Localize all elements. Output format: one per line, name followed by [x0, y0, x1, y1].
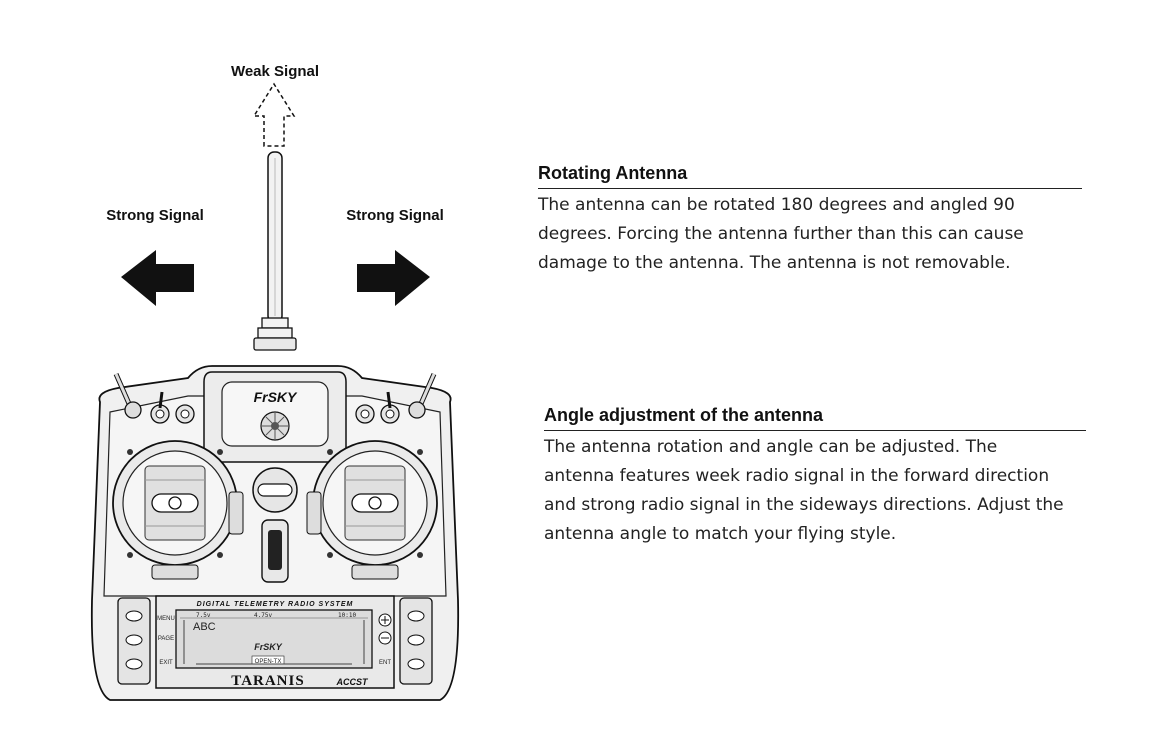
- strong-signal-left-label: Strong Signal: [106, 207, 204, 224]
- right-gimbal: [312, 440, 438, 566]
- antenna: [253, 151, 297, 351]
- body-line: damage to the antenna. The antenna is no…: [538, 253, 1011, 273]
- rotating-antenna-body: The antenna can be rotated 180 degrees a…: [538, 191, 1082, 278]
- exit-button-label: EXIT: [159, 660, 173, 666]
- lcd-model-name: ABC: [193, 621, 216, 633]
- screen-header-text: DIGITAL TELEMETRY RADIO SYSTEM: [197, 601, 354, 608]
- transmitter-diagram: Weak Signal Strong Signal Strong Signal …: [90, 63, 460, 701]
- body-line: The antenna rotation and angle can be ad…: [544, 437, 998, 457]
- rotating-antenna-title: Rotating Antenna: [538, 163, 1082, 189]
- menu-button-label: MENU: [157, 616, 175, 622]
- model-name-label: TARANIS: [231, 673, 304, 689]
- lcd-voltage: 7.5v: [196, 612, 211, 619]
- angle-adjustment-body: The antenna rotation and angle can be ad…: [544, 433, 1086, 549]
- rotating-antenna-section: Rotating Antenna The antenna can be rota…: [538, 163, 1082, 278]
- lcd-time: 10:10: [338, 612, 356, 619]
- enter-button-label: ENT: [379, 660, 391, 666]
- lcd-logo: FrSKY: [254, 642, 283, 652]
- strong-signal-left-arrow-icon: [121, 250, 194, 306]
- right-side-buttons: [399, 597, 433, 685]
- body-line: and strong radio signal in the sideways …: [544, 495, 1064, 515]
- screen-panel: DIGITAL TELEMETRY RADIO SYSTEM 7.5v 4.75…: [155, 595, 395, 689]
- weak-signal-label: Weak Signal: [231, 63, 319, 80]
- page-button-label: PAGE: [158, 636, 174, 642]
- body-line: antenna angle to match your flying style…: [544, 524, 897, 544]
- body-line: degrees. Forcing the antenna further tha…: [538, 224, 1024, 244]
- accst-label: ACCST: [336, 677, 370, 687]
- left-vertical-trim: [228, 491, 244, 535]
- transmitter-body: FrSKY: [90, 365, 460, 701]
- right-vertical-trim: [306, 491, 322, 535]
- body-line: antenna features week radio signal in th…: [544, 466, 1050, 486]
- weak-signal-arrow-icon: [252, 82, 296, 147]
- left-side-buttons: [117, 597, 151, 685]
- angle-adjustment-title: Angle adjustment of the antenna: [544, 405, 1086, 431]
- right-switches: [355, 372, 437, 424]
- left-gimbal: [112, 440, 238, 566]
- brand-logo: FrSKY: [254, 389, 298, 405]
- lcd-firmware: OPEN-TX: [255, 659, 282, 665]
- angle-adjustment-section: Angle adjustment of the antenna The ante…: [544, 405, 1086, 549]
- left-horizontal-trim: [151, 564, 199, 580]
- right-horizontal-trim: [351, 564, 399, 580]
- left-switches: [113, 372, 195, 424]
- strong-signal-right-arrow-icon: [357, 250, 430, 306]
- body-line: The antenna can be rotated 180 degrees a…: [538, 195, 1015, 215]
- lcd-rssi: 4.75v: [254, 612, 272, 619]
- strong-signal-right-label: Strong Signal: [346, 207, 444, 224]
